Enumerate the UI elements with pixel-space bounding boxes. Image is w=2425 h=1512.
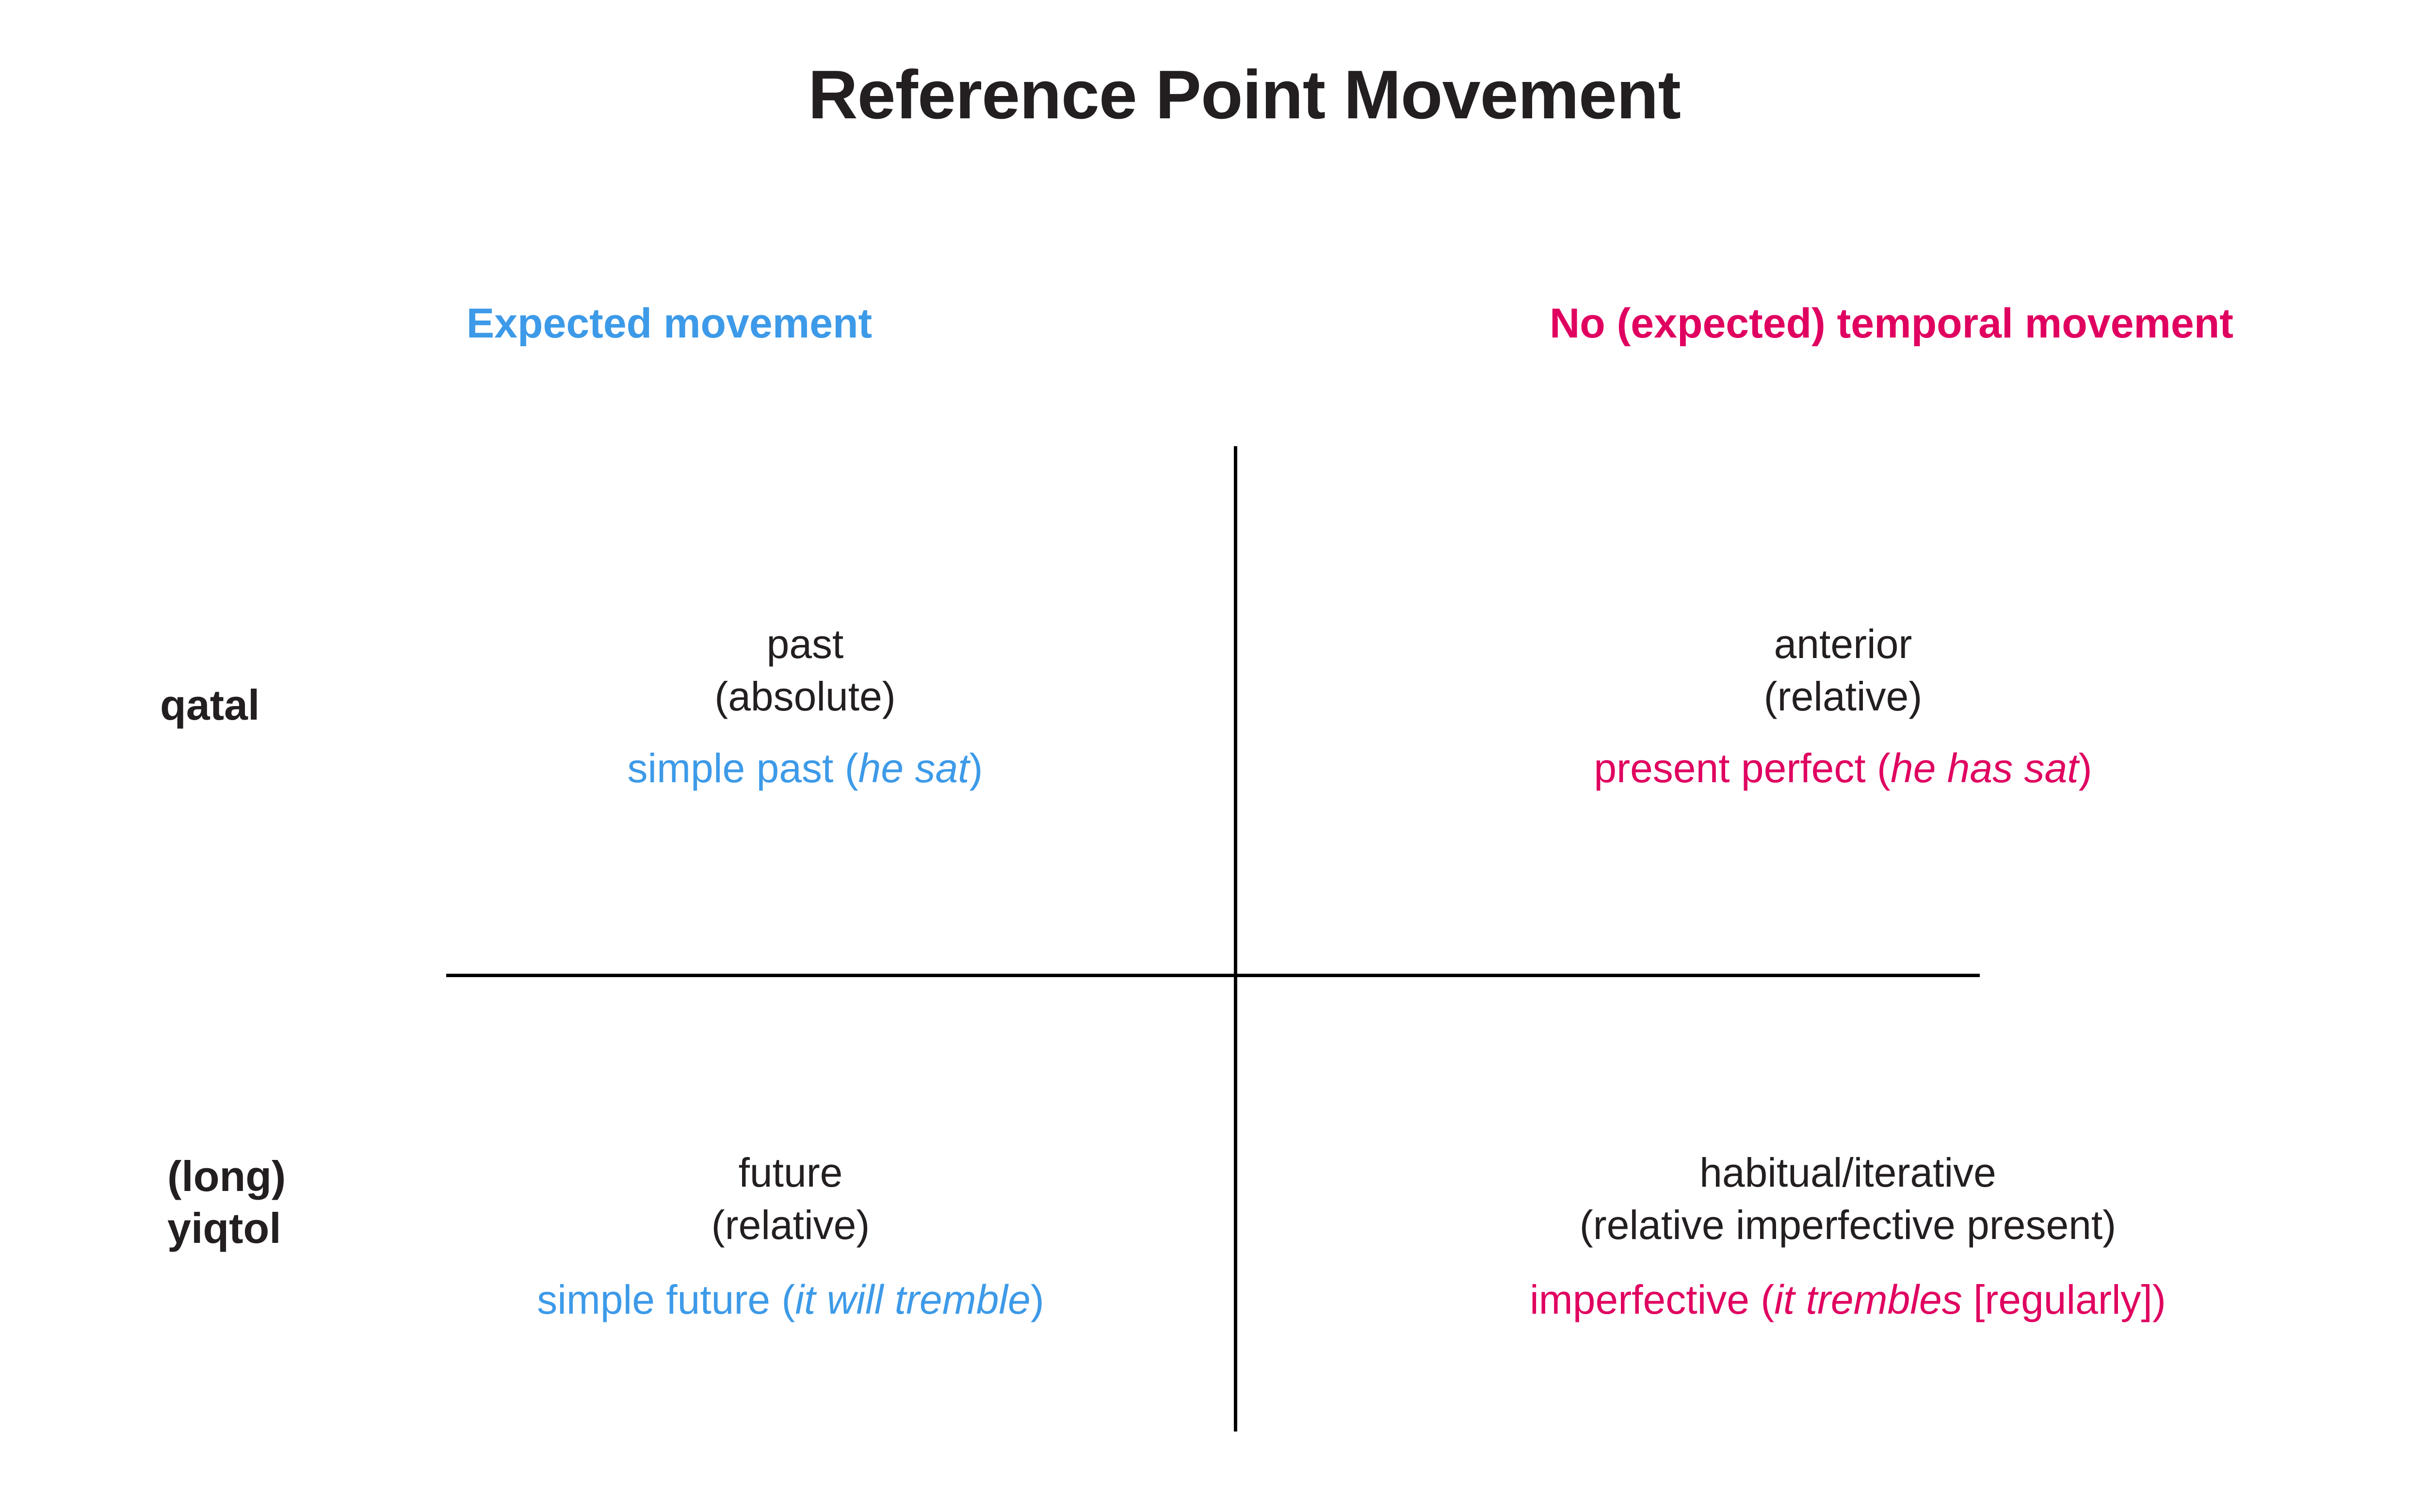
column-header-no-temporal-movement: No (expected) temporal movement	[1387, 301, 2396, 347]
gloss-qatal-no-movement-line-2: (relative)	[1763, 673, 1923, 719]
gloss-qatal-no-movement: anterior (relative)	[1261, 618, 2425, 723]
row-label-qatal: qatal	[160, 679, 432, 731]
example-qatal-expected: simple past (he sat)	[398, 743, 1212, 794]
example-qatal-no-movement-suffix: )	[2078, 745, 2092, 791]
gloss-qatal-expected-line-2: (absolute)	[714, 673, 896, 719]
example-yiqtol-expected: simple future (it will tremble)	[369, 1274, 1212, 1325]
example-yiqtol-no-movement-bracket: [regularly]	[1962, 1277, 2152, 1323]
example-qatal-no-movement: present perfect (he has sat)	[1261, 743, 2425, 794]
example-yiqtol-no-movement-italic: it trembles	[1774, 1277, 1962, 1323]
row-label-qatal-line-1: qatal	[160, 681, 260, 729]
row-label-yiqtol: (long) yiqtol	[167, 1150, 439, 1255]
cell-yiqtol-expected-movement: future (relative) simple future (it will…	[369, 1147, 1212, 1325]
page-title: Reference Point Movement	[808, 56, 1681, 133]
gloss-yiqtol-no-movement-line-1: habitual/iterative	[1699, 1150, 1996, 1195]
example-yiqtol-expected-italic: it will tremble	[795, 1277, 1031, 1323]
example-qatal-expected-italic: he sat	[858, 745, 970, 791]
gloss-yiqtol-expected-line-1: future	[738, 1150, 843, 1195]
vertical-divider-rule	[1234, 446, 1237, 1432]
gloss-yiqtol-expected: future (relative)	[369, 1147, 1212, 1251]
cell-qatal-expected-movement: past (absolute) simple past (he sat)	[398, 618, 1212, 794]
gloss-qatal-expected-line-1: past	[766, 621, 844, 667]
gloss-yiqtol-expected-line-2: (relative)	[711, 1202, 870, 1248]
example-yiqtol-expected-suffix: )	[1030, 1277, 1044, 1323]
example-qatal-no-movement-prefix: present perfect (	[1594, 745, 1891, 791]
example-yiqtol-no-movement-prefix: imperfective (	[1530, 1277, 1775, 1323]
example-yiqtol-expected-prefix: simple future (	[537, 1277, 795, 1323]
horizontal-divider-rule	[446, 974, 1980, 977]
column-header-expected-movement: Expected movement	[369, 301, 970, 347]
column-header-expected-movement-label: Expected movement	[466, 300, 873, 347]
cell-qatal-no-temporal-movement: anterior (relative) present perfect (he …	[1261, 618, 2425, 794]
example-qatal-no-movement-italic: he has sat	[1891, 745, 2079, 791]
gloss-yiqtol-no-movement-line-2: (relative imperfective present)	[1579, 1202, 2117, 1248]
example-qatal-expected-suffix: )	[969, 745, 983, 791]
example-qatal-expected-prefix: simple past (	[627, 745, 858, 791]
row-label-yiqtol-line-2: yiqtol	[167, 1204, 281, 1253]
example-yiqtol-no-movement: imperfective (it trembles [regularly])	[1261, 1274, 2425, 1325]
cell-yiqtol-no-temporal-movement: habitual/iterative (relative imperfectiv…	[1261, 1147, 2425, 1325]
gloss-qatal-no-movement-line-1: anterior	[1774, 621, 1912, 667]
row-label-yiqtol-line-1: (long)	[167, 1152, 286, 1200]
gloss-yiqtol-no-movement: habitual/iterative (relative imperfectiv…	[1261, 1147, 2425, 1251]
column-header-no-temporal-movement-label: No (expected) temporal movement	[1550, 300, 2233, 347]
example-yiqtol-no-movement-suffix: )	[2152, 1277, 2166, 1323]
gloss-qatal-expected: past (absolute)	[398, 618, 1212, 723]
